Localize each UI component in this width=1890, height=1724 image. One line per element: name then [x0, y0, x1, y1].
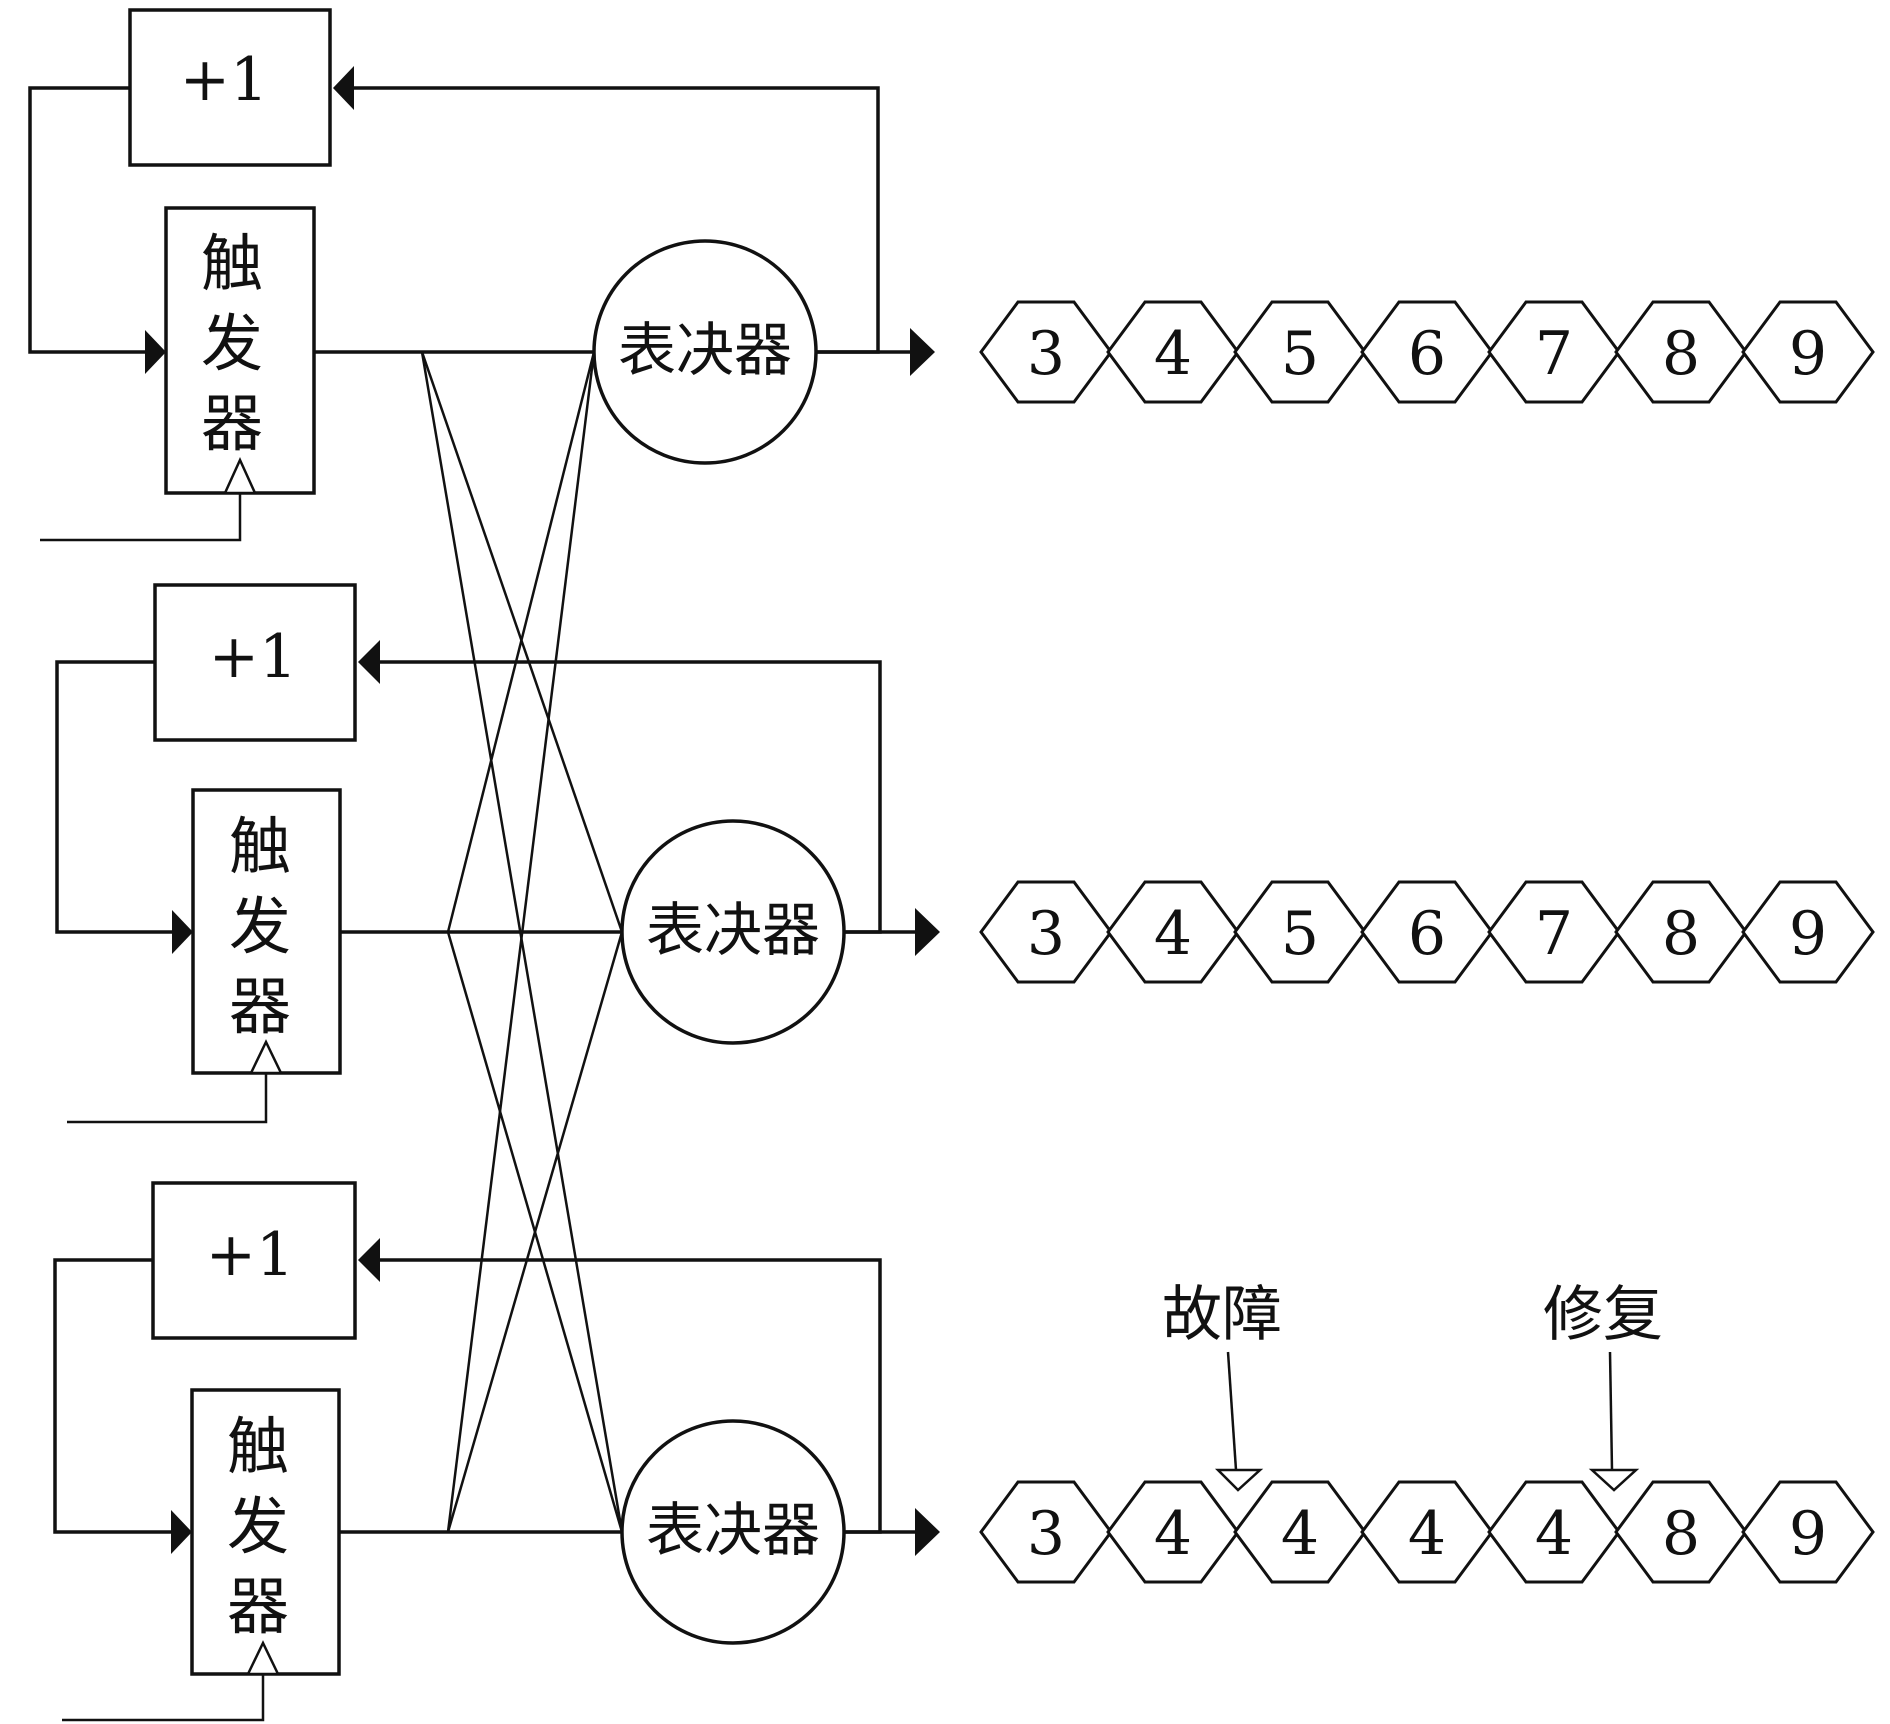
arrowhead-ff-1: [145, 330, 166, 374]
sequence-value: 4: [1154, 899, 1192, 969]
arrowhead-inc-2: [358, 640, 380, 684]
clock-line-3: [62, 1674, 265, 1722]
flipflop-box-3: [190, 1388, 341, 1676]
feedback-wire-2: [55, 660, 173, 934]
arrowhead-out-1: [910, 328, 935, 376]
repair-pointer-head: [1588, 1468, 1640, 1492]
flipflop-char-1a: 触: [201, 227, 263, 300]
sequence-cell: [1741, 880, 1875, 984]
cross-connections: [420, 351, 624, 1533]
sequence-value: 8: [1662, 319, 1700, 389]
cross-3-to-voter-2: [446, 931, 624, 1533]
arrowhead-inc-1: [333, 66, 354, 110]
voter-label-3: 表决器: [646, 1496, 820, 1564]
increment-label-3: +1: [206, 1220, 294, 1290]
flipflop-char-1c: 器: [201, 387, 263, 460]
arrowhead-out-2: [915, 908, 940, 956]
sequence-value: 6: [1408, 899, 1446, 969]
sequence-value: 8: [1662, 899, 1700, 969]
sequence-cell: [1741, 300, 1875, 404]
feedback-wire-3: [53, 1258, 172, 1534]
flipflop-char-3a: 触: [227, 1410, 289, 1483]
sequence-row-2: 3 4 5 6 7 8 9: [979, 880, 1875, 984]
repair-label: 修复: [1543, 1280, 1663, 1350]
sequence-value: 4: [1154, 1499, 1192, 1569]
flipflop-box-1: [164, 206, 316, 495]
sequence-value: 7: [1535, 899, 1573, 969]
sequence-value: 5: [1281, 319, 1319, 389]
fault-pointer-head: [1214, 1468, 1264, 1492]
sequence-value: 4: [1154, 319, 1192, 389]
sequence-row-1: 3 4 5 6 7 8 9: [979, 300, 1875, 404]
fault-annotation: 故障: [1162, 1280, 1282, 1492]
module-2: +1 触 发 器 表决器: [55, 583, 940, 1124]
sequence-value: 4: [1281, 1499, 1319, 1569]
cross-3-to-voter-1: [446, 351, 596, 1533]
sequence-value: 9: [1789, 899, 1827, 969]
increment-box-2: [153, 583, 357, 742]
sequence-value: 7: [1535, 319, 1573, 389]
sequence-value: 3: [1027, 319, 1065, 389]
sequence-value: 9: [1789, 319, 1827, 389]
arrowhead-out-3: [915, 1508, 940, 1556]
flipflop-char-2a: 触: [229, 810, 291, 883]
module-1: +1 触 发 器 表决器: [28, 8, 935, 542]
voter-label-2: 表决器: [646, 896, 820, 964]
sequence-value: 6: [1408, 319, 1446, 389]
arrowhead-ff-2: [172, 910, 193, 954]
flipflop-char-3c: 器: [227, 1570, 289, 1643]
flipflop-char-1b: 发: [201, 307, 263, 380]
sequence-row-3: 3 4 4 4 4 8 9: [979, 1480, 1875, 1584]
sequence-value: 4: [1408, 1499, 1446, 1569]
repair-pointer-line: [1608, 1351, 1614, 1471]
sequence-value: 4: [1535, 1499, 1573, 1569]
cross-2-to-voter-1: [446, 351, 596, 933]
arrowhead-ff-3: [171, 1510, 192, 1554]
sequence-value: 8: [1662, 1499, 1700, 1569]
flipflop-char-2c: 器: [229, 970, 291, 1043]
sequence-value: 3: [1027, 1499, 1065, 1569]
flipflop-char-2b: 发: [229, 890, 291, 963]
flipflop-char-3b: 发: [227, 1490, 289, 1563]
fault-label: 故障: [1162, 1280, 1282, 1350]
feedback-wire-1: [28, 86, 150, 354]
increment-box-3: [151, 1181, 357, 1340]
clock-line-1: [40, 493, 242, 542]
sequence-value: 3: [1027, 899, 1065, 969]
increment-box-1: [128, 8, 332, 167]
arrowhead-inc-3: [358, 1238, 380, 1282]
voter-label-1: 表决器: [618, 316, 792, 384]
sequence-cell: [1741, 1480, 1875, 1584]
clock-line-2: [67, 1073, 268, 1124]
sequence-value: 9: [1789, 1499, 1827, 1569]
repair-annotation: 修复: [1543, 1280, 1663, 1492]
increment-label-1: +1: [180, 45, 268, 115]
sequence-value: 5: [1281, 899, 1319, 969]
fault-pointer-line: [1226, 1351, 1238, 1471]
module-3: +1 触 发 器 表决器: [53, 1181, 940, 1722]
increment-label-2: +1: [209, 622, 297, 692]
